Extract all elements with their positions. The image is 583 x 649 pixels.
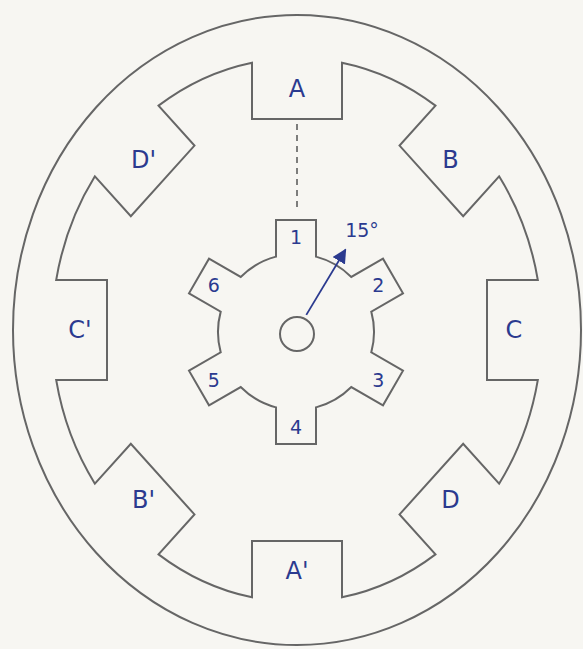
pole-label: C' <box>66 317 93 343</box>
tooth-number: 4 <box>288 417 304 438</box>
tooth-number: 5 <box>206 369 222 390</box>
step-angle: 15° <box>343 220 381 241</box>
tooth-number: 6 <box>206 274 222 295</box>
pole-label: A' <box>283 558 310 584</box>
pole-label: B <box>440 147 460 173</box>
alignment-line <box>296 124 298 212</box>
pole-label: A <box>287 76 307 102</box>
tooth-number: 3 <box>370 369 386 390</box>
rotor-shaft <box>280 317 314 351</box>
rotor-teeth <box>189 220 403 444</box>
stator-outer <box>13 15 581 645</box>
tooth-number: 1 <box>288 227 304 248</box>
angle-arrow <box>306 250 345 315</box>
pole-label: C <box>504 317 525 343</box>
pole-label: B' <box>130 487 157 513</box>
pole-label: D <box>439 487 461 513</box>
tooth-number: 2 <box>370 274 386 295</box>
stator-poles <box>56 63 538 598</box>
pole-label: D' <box>129 147 158 173</box>
